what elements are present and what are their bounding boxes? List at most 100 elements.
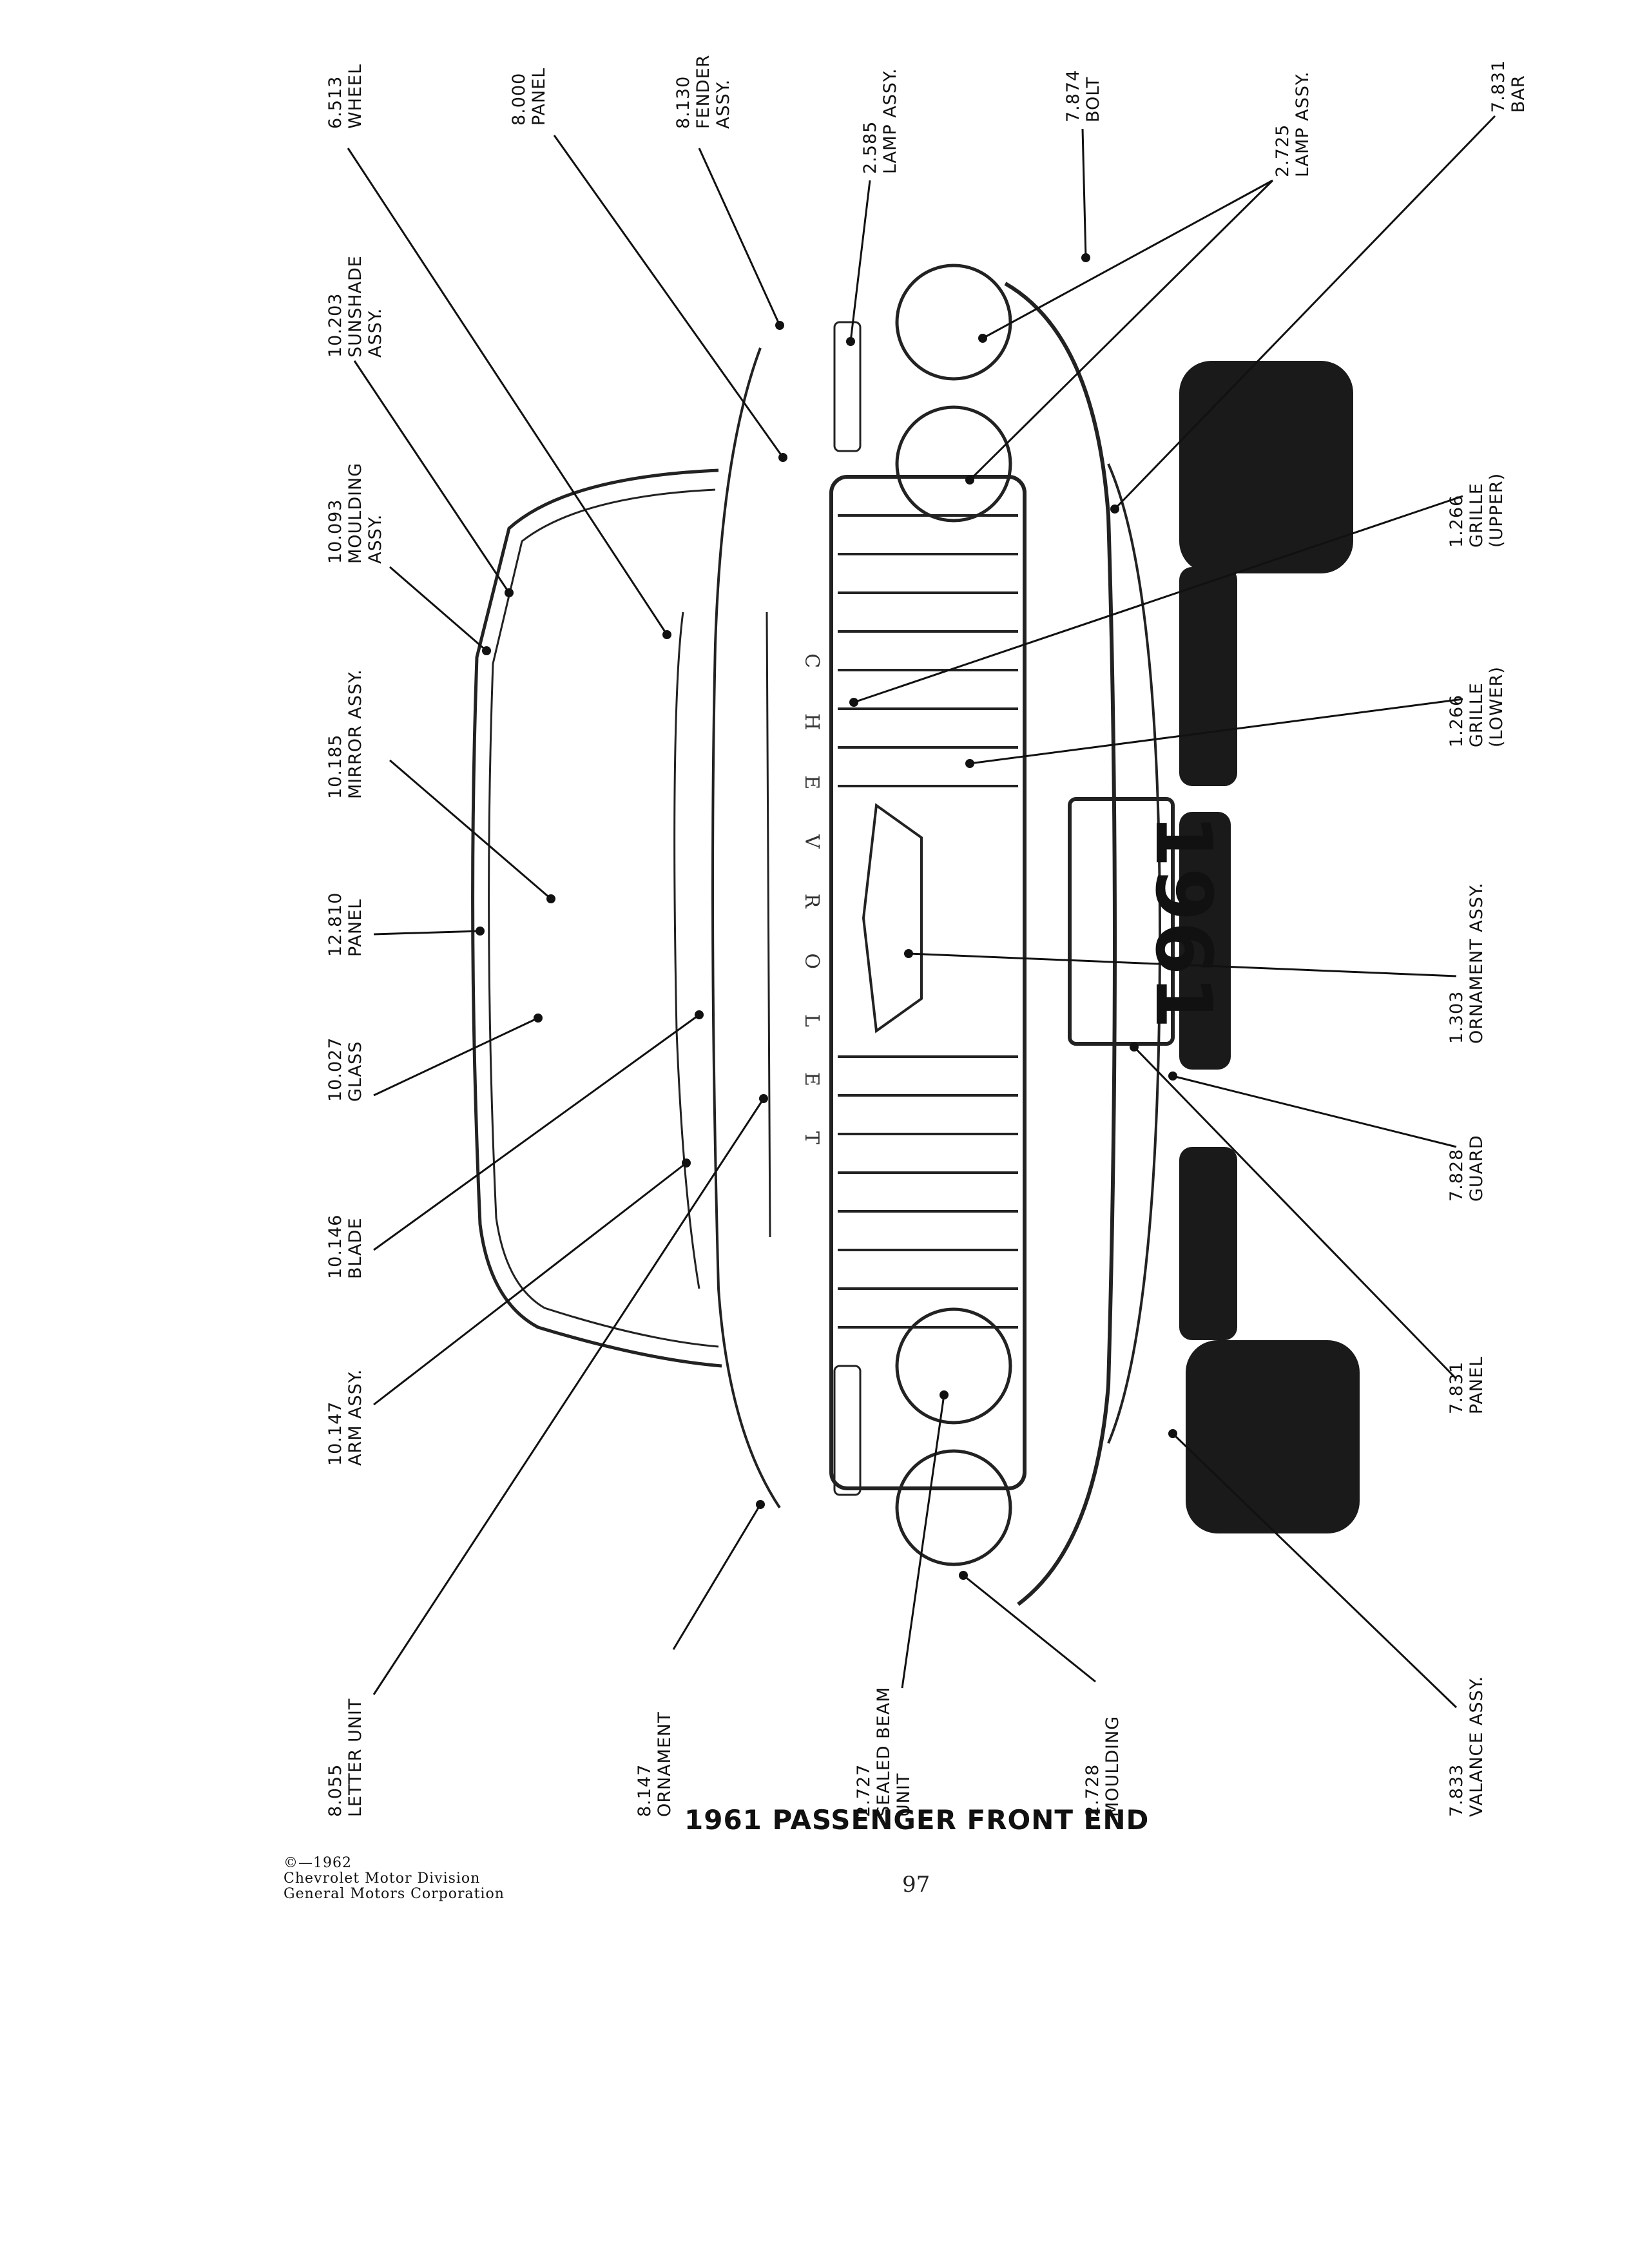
leader-sealed-beam — [901, 1394, 945, 1689]
headlamp-upper-outer — [895, 264, 1012, 381]
leader-bar — [1113, 115, 1496, 510]
arrow-head — [759, 1094, 768, 1103]
copyright-year: ©—1962 — [284, 1855, 352, 1871]
arrow-head — [778, 453, 787, 462]
leader-moulding — [389, 566, 487, 652]
tire-lower — [1186, 1340, 1360, 1533]
arrow-head — [1130, 1043, 1139, 1052]
wheel-well-upper — [1179, 567, 1237, 786]
grille-outline — [829, 475, 1027, 1490]
leader-lamp-2585 — [849, 180, 871, 342]
arrow-head — [1081, 253, 1090, 262]
page-title: 1961 PASSENGER FRONT END — [684, 1804, 1150, 1836]
leader-letter-unit — [372, 1098, 765, 1695]
leader-moulding-2728 — [963, 1574, 1096, 1683]
bumper-outline — [1004, 282, 1117, 1606]
leader-fender — [698, 148, 781, 326]
arrow-head — [965, 476, 974, 485]
arrow-head — [904, 949, 913, 958]
bumper-lower-edge — [1107, 463, 1162, 1444]
parking-lamp-lower — [833, 1365, 862, 1496]
leader-grille-lower — [969, 698, 1463, 765]
windshield-inner-outline — [488, 488, 719, 1348]
arrow-head — [482, 646, 491, 655]
arrow-head — [1168, 1072, 1177, 1081]
wheel-well-lower — [1179, 1147, 1237, 1340]
arrow-head — [756, 1500, 765, 1509]
copyright-notice: ©—1962 Chevrolet Motor Division General … — [284, 1856, 505, 1902]
license-plate — [1068, 797, 1175, 1046]
leader-panel-7831 — [1133, 1046, 1458, 1380]
arrow-head — [534, 1014, 543, 1023]
leader-mirror — [389, 759, 552, 900]
leader-panel-12810 — [373, 930, 481, 936]
plate-text: 1961 — [1138, 814, 1228, 1029]
arrow-head — [965, 759, 974, 768]
leader-valance — [1171, 1432, 1458, 1709]
leader-ornament-assy — [908, 952, 1457, 977]
windshield-outline — [471, 468, 722, 1368]
arrow-head — [775, 321, 784, 330]
arrow-head — [849, 698, 858, 707]
leader-wheel — [347, 148, 668, 635]
leader-blade — [373, 1014, 700, 1251]
leader-panel-8000 — [553, 135, 784, 458]
leader-grille-upper — [853, 495, 1463, 704]
headlamp-lower-inner — [895, 1307, 1012, 1425]
headlamp-upper-inner — [895, 405, 1012, 523]
leader-glass — [373, 1017, 539, 1097]
hood-ornament-line — [766, 611, 771, 1238]
tire-upper — [1179, 361, 1353, 573]
arrow-head — [476, 927, 485, 936]
arrow-head — [546, 894, 555, 903]
leader-bolt — [1081, 128, 1087, 258]
copyright-corporation: General Motors Corporation — [284, 1886, 505, 1902]
leader-lamp-2725-a — [982, 179, 1273, 340]
arrow-head — [959, 1571, 968, 1580]
hood-outline — [711, 347, 781, 1509]
arrow-head — [505, 588, 514, 597]
leader-guard — [1172, 1075, 1457, 1148]
headlamp-lower-outer — [895, 1449, 1012, 1566]
arrow-head — [1168, 1429, 1177, 1438]
parking-lamp-upper — [833, 321, 862, 452]
arrow-head — [940, 1390, 949, 1399]
leader-lamp-2725-b — [969, 179, 1274, 481]
arrow-head — [662, 630, 671, 639]
under-plate-shadow — [1179, 812, 1231, 1070]
cowl-line — [673, 611, 700, 1289]
arrow-head — [1110, 505, 1119, 514]
hood-lettering: CHEVROLET — [800, 653, 823, 1189]
arrow-head — [695, 1010, 704, 1019]
leader-sunshade — [353, 360, 510, 593]
leader-arm — [373, 1162, 687, 1406]
page-number: 97 — [902, 1872, 930, 1898]
arrow-head — [682, 1158, 691, 1168]
leader-ornament-8147 — [672, 1504, 762, 1650]
